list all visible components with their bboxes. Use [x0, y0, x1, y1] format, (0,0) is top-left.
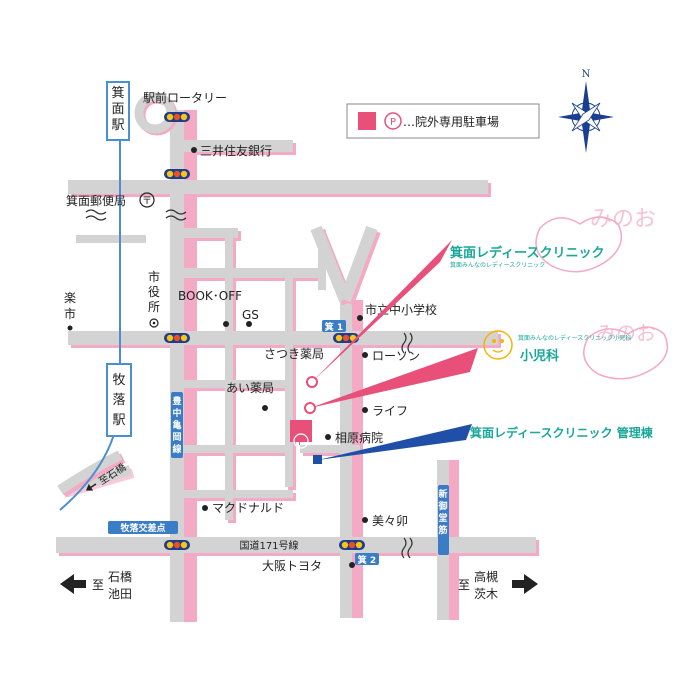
clinic-pointers: [304, 240, 478, 464]
route171-badge: 国道171号線: [226, 539, 312, 552]
compass-north-label: N: [582, 69, 591, 80]
road-sign-2: 箕 2: [355, 553, 379, 566]
kids-clinic-name: 小児科: [520, 348, 559, 364]
main-clinic-sub: 箕面みんなのレディースクリニック: [450, 261, 545, 269]
city-hall-char-3: 所: [148, 300, 160, 314]
school-label: 市立中小学校: [365, 302, 437, 317]
annex-marker: [313, 455, 322, 464]
shinmido-road-badge: 新 御 堂 筋: [437, 485, 449, 555]
svg-text:亀: 亀: [172, 419, 181, 431]
minoh-station-char-2: 面: [111, 102, 124, 117]
svg-text:みのお: みのお: [596, 321, 656, 345]
parking-legend: P …院外専用駐車場: [346, 103, 540, 139]
svg-text:堂: 堂: [438, 512, 447, 524]
svg-text:P: P: [390, 117, 396, 128]
lawson-label: ローソン: [372, 349, 420, 363]
signal-icon: [164, 169, 190, 179]
makiochi-crossing-badge: 牧落交差点: [108, 521, 178, 534]
makiochi-station-char-1: 牧: [112, 373, 125, 388]
minoh-station-char-1: 箕: [111, 85, 124, 101]
parking-swatch: [358, 112, 376, 130]
signal-icon: [339, 540, 365, 550]
svg-text:御: 御: [437, 500, 447, 512]
to-right-a: 高槻: [474, 569, 498, 584]
osaka-toyota-label: 大阪トヨタ: [262, 559, 322, 573]
main-clinic-name: 箕面レディースクリニック: [450, 245, 604, 261]
svg-text:豊: 豊: [172, 395, 181, 407]
rotary-label: 駅前ロータリー: [143, 90, 227, 105]
city-hall-char-2: 役: [148, 284, 160, 299]
svg-text:P: P: [298, 438, 304, 448]
gs-label: GS: [242, 308, 259, 322]
rakuichi-char-2: 市: [64, 306, 76, 321]
kids-clinic-sub: 箕面みんなのレディースクリニック小児科: [518, 334, 631, 342]
left-direction-arrow: 至 石橋 池田: [60, 570, 132, 601]
signal-icon: [164, 540, 190, 550]
aihara-label: 相原病院: [335, 430, 383, 445]
svg-text:国道171号線: 国道171号線: [239, 539, 298, 552]
svg-text:岡: 岡: [172, 432, 181, 443]
to-left-a: 石橋: [108, 570, 132, 584]
makiochi-station-char-3: 駅: [112, 413, 125, 428]
main-clinic-marker: [306, 376, 318, 388]
compass-icon: N: [558, 69, 614, 153]
svg-text:箕 2: 箕 2: [357, 554, 376, 566]
annex-label[interactable]: 箕面レディースクリニック 管理棟: [470, 425, 654, 440]
toyonaka-road-badge: 豊 中 亀 岡 線: [170, 390, 184, 460]
city-hall-char-1: 市: [148, 269, 160, 284]
road-sign-1: 箕 1: [322, 320, 346, 333]
main-clinic-logo[interactable]: みのお 箕面レディースクリニック 箕面みんなのレディースクリニック: [450, 207, 656, 273]
makiochi-station[interactable]: 牧 落 駅: [106, 363, 132, 437]
to-right-b: 茨木: [474, 587, 498, 601]
svg-text:中: 中: [172, 407, 181, 419]
right-arrow-icon: [512, 574, 538, 594]
to-left-b: 池田: [108, 587, 132, 601]
parking-marker[interactable]: P: [290, 420, 312, 449]
rakuichi-label: 楽 市: [64, 291, 76, 331]
smbc-label: 三井住友銀行: [200, 144, 272, 158]
kids-clinic-marker: [304, 402, 316, 414]
post-office-icon: 〒: [139, 192, 155, 208]
svg-text:みのお: みのお: [590, 207, 656, 232]
satsuki-label: さつき薬局: [264, 347, 324, 361]
bookoff-label: BOOK･OFF: [178, 289, 242, 303]
signal-icon: [164, 333, 190, 343]
parking-icon: [384, 112, 402, 130]
life-label: ライフ: [372, 404, 408, 418]
svg-text:〒: 〒: [142, 196, 152, 207]
parking-legend-label: …院外専用駐車場: [403, 114, 499, 129]
signal-icon: [164, 112, 190, 122]
svg-text:線: 線: [172, 443, 181, 455]
minoriku-label: 美々卯: [372, 514, 408, 528]
traffic-signals: [164, 112, 365, 550]
svg-text:箕 1: 箕 1: [324, 321, 343, 333]
minoh-station[interactable]: 箕 面 駅: [106, 81, 130, 141]
to-right-label: 至: [458, 578, 470, 592]
ai-pharmacy-label: あい薬局: [226, 381, 274, 395]
kids-clinic-logo[interactable]: みのお 箕面みんなのレディースクリニック小児科 小児科: [483, 321, 669, 380]
svg-text:牧落交差点: 牧落交差点: [120, 522, 165, 534]
landmark-dots: [191, 147, 368, 568]
minoh-station-char-3: 駅: [111, 118, 124, 133]
mcdonalds-label: マクドナルド: [212, 501, 284, 515]
left-arrow-icon: [60, 574, 86, 594]
to-left-label: 至: [92, 578, 104, 592]
post-office-label: 箕面郵便局: [66, 194, 126, 208]
svg-text:新: 新: [438, 488, 447, 500]
makiochi-station-char-2: 落: [112, 393, 125, 408]
right-direction-arrow: 至 高槻 茨木: [458, 569, 538, 601]
rakuichi-char-1: 楽: [64, 291, 76, 305]
svg-text:筋: 筋: [437, 524, 447, 536]
city-hall-label: 市 役 所: [148, 269, 160, 328]
